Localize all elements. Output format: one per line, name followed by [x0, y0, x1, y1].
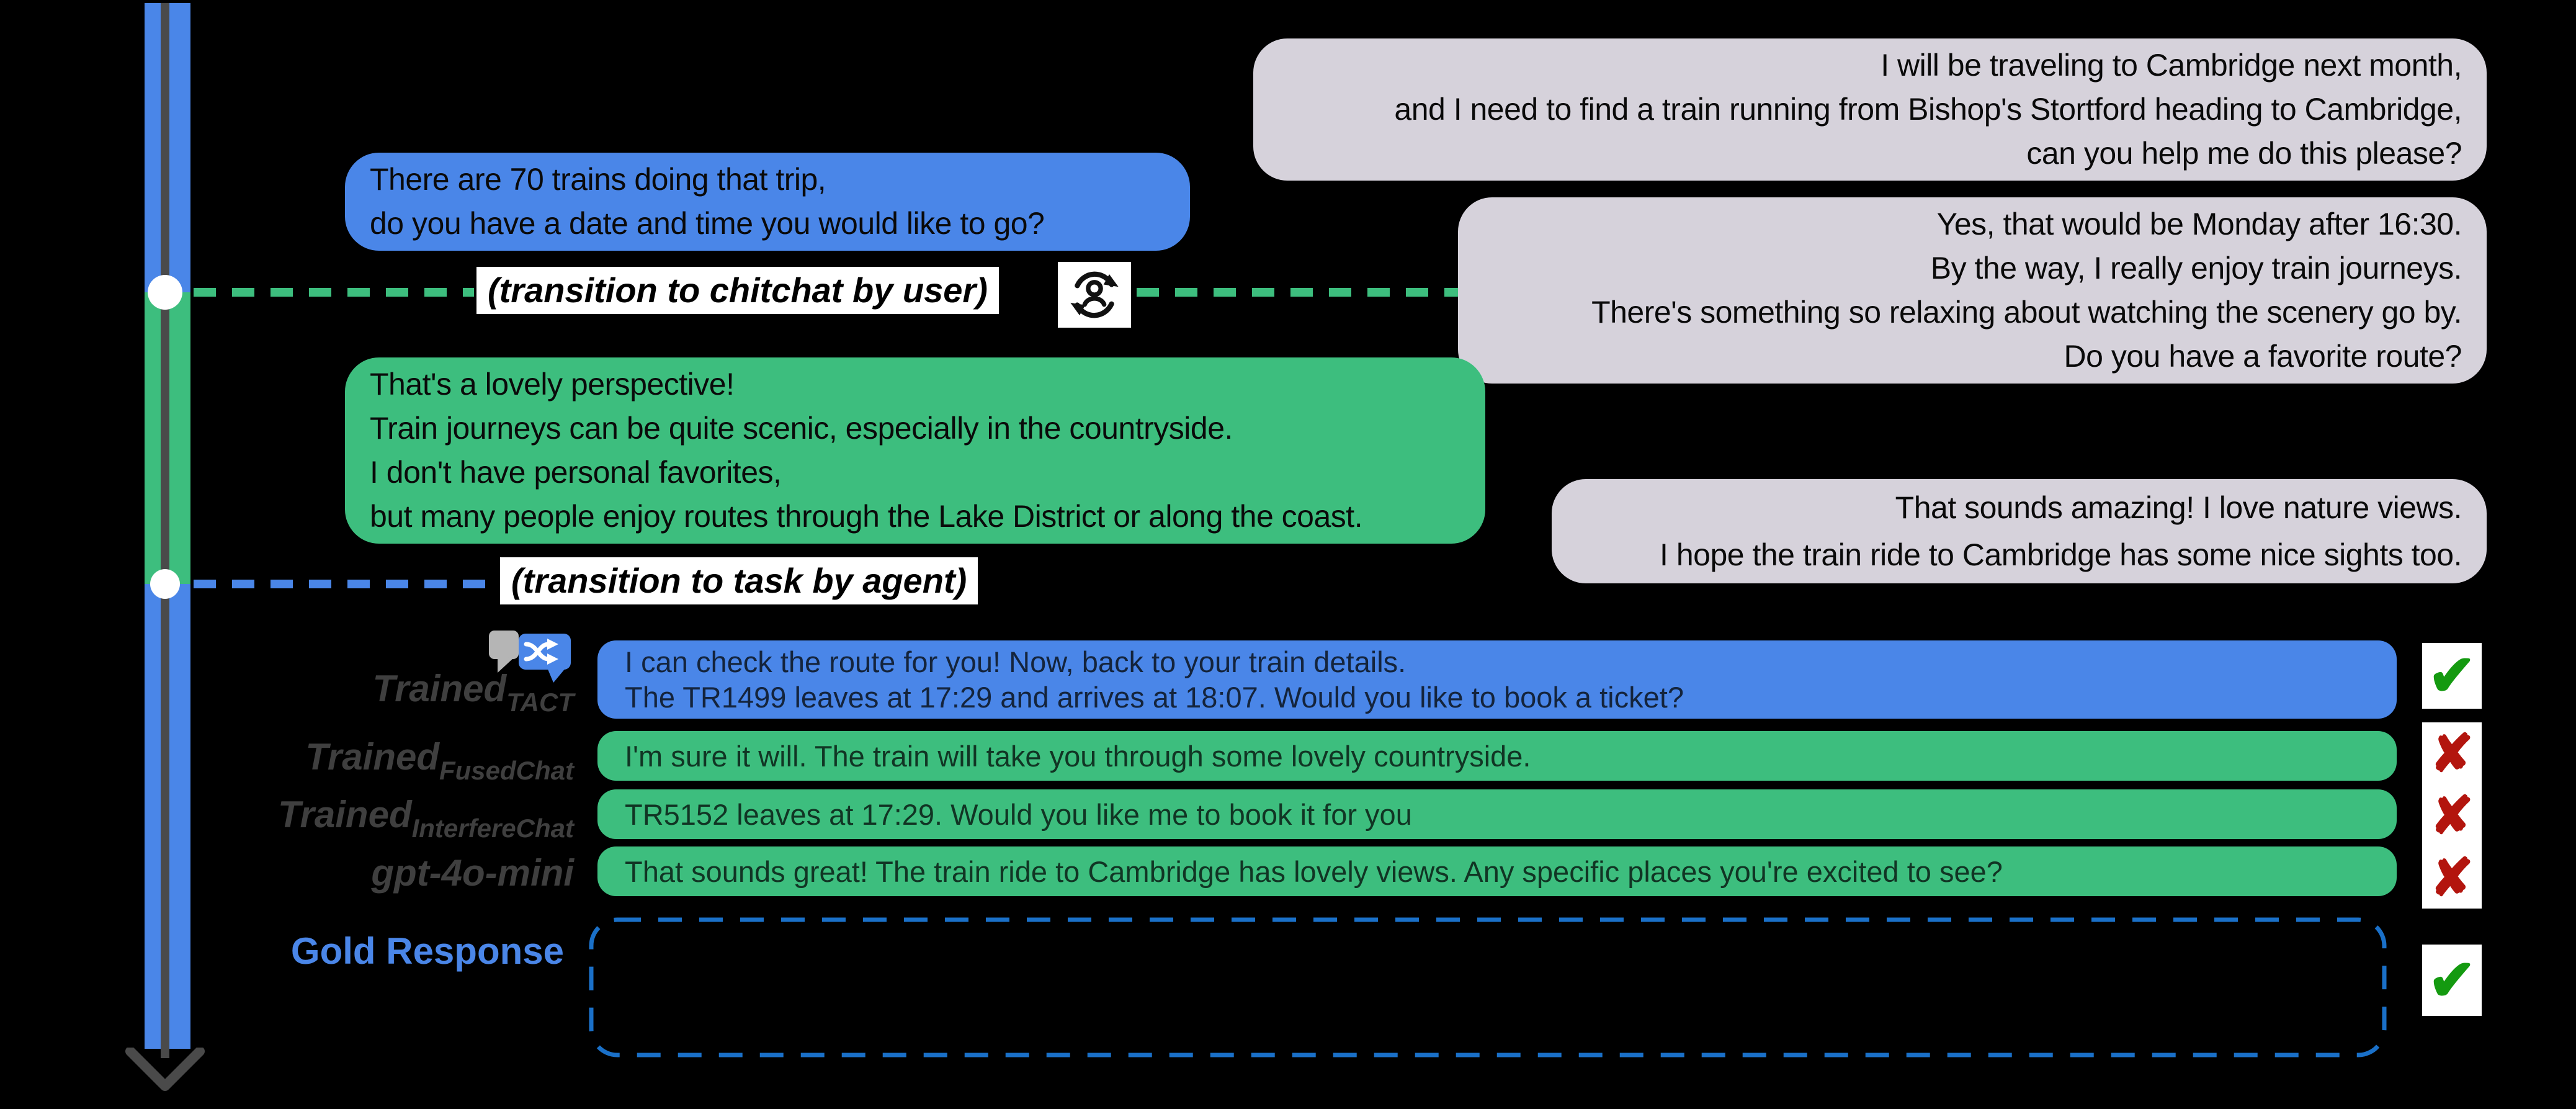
model-label-subscript: InterfereChat — [411, 814, 574, 843]
gold-response-box — [589, 917, 2387, 1057]
model-label-gpt-4o-mini: gpt-4o-mini — [124, 851, 574, 894]
transition-point-chitchat — [148, 275, 182, 310]
transition-1-label: (transition to chitchat by user) — [476, 267, 999, 315]
model-label-base: gpt-4o-mini — [371, 852, 574, 894]
model-label-base: Trained — [277, 794, 412, 835]
response-row-trained-interferechat: TR5152 leaves at 17:29. Would you like m… — [597, 789, 2397, 839]
model-label-trained-tact: TrainedTACT — [124, 667, 574, 717]
model-label-trained-fusedchat: TrainedFusedChat — [124, 735, 574, 786]
verdict-box-tact: ✔ — [2422, 643, 2482, 709]
agent-chitchat-message-1: That's a lovely perspective! Train journ… — [345, 357, 1485, 544]
model-label-subscript: TACT — [506, 688, 574, 717]
cross-icon: ✘ — [2430, 724, 2474, 783]
response-row-trained-fusedchat: I'm sure it will. The train will take yo… — [597, 731, 2397, 781]
model-label-base: Trained — [372, 668, 507, 709]
model-label-trained-interferechat: TrainedInterfereChat — [124, 793, 574, 843]
down-arrow-icon — [125, 1048, 205, 1091]
transition-2-label: (transition to task by agent) — [500, 557, 978, 605]
chat-shuffle-icon — [489, 631, 571, 683]
cross-icon: ✘ — [2430, 786, 2474, 845]
response-row-gpt-4o-mini: That sounds great! The train ride to Cam… — [597, 846, 2397, 896]
verdict-box-gold: ✔ — [2422, 945, 2482, 1016]
transition-1-dash-right — [1137, 288, 1458, 297]
person-sync-icon — [1058, 262, 1131, 328]
transition-1-dash-left — [194, 288, 474, 297]
transition-point-task — [150, 569, 180, 599]
cross-icon: ✘ — [2430, 848, 2474, 907]
agent-task-message-1: There are 70 trains doing that trip, do … — [345, 153, 1190, 251]
timeline-axis-line — [161, 3, 169, 1058]
model-label-base: Trained — [305, 736, 439, 778]
check-icon: ✔ — [2428, 644, 2476, 707]
model-label-subscript: FusedChat — [439, 756, 574, 785]
response-row-trained-tact: I can check the route for you! Now, back… — [597, 640, 2397, 719]
verdict-box-baselines: ✘ ✘ ✘ — [2422, 722, 2482, 909]
gold-response-label: Gold Response — [290, 930, 564, 972]
user-message-2: Yes, that would be Monday after 16:30. B… — [1458, 197, 2487, 384]
user-message-3: That sounds amazing! I love nature views… — [1552, 479, 2487, 583]
user-message-1: I will be traveling to Cambridge next mo… — [1253, 38, 2487, 181]
transition-2-dash — [194, 580, 499, 588]
check-icon: ✔ — [2428, 948, 2476, 1012]
